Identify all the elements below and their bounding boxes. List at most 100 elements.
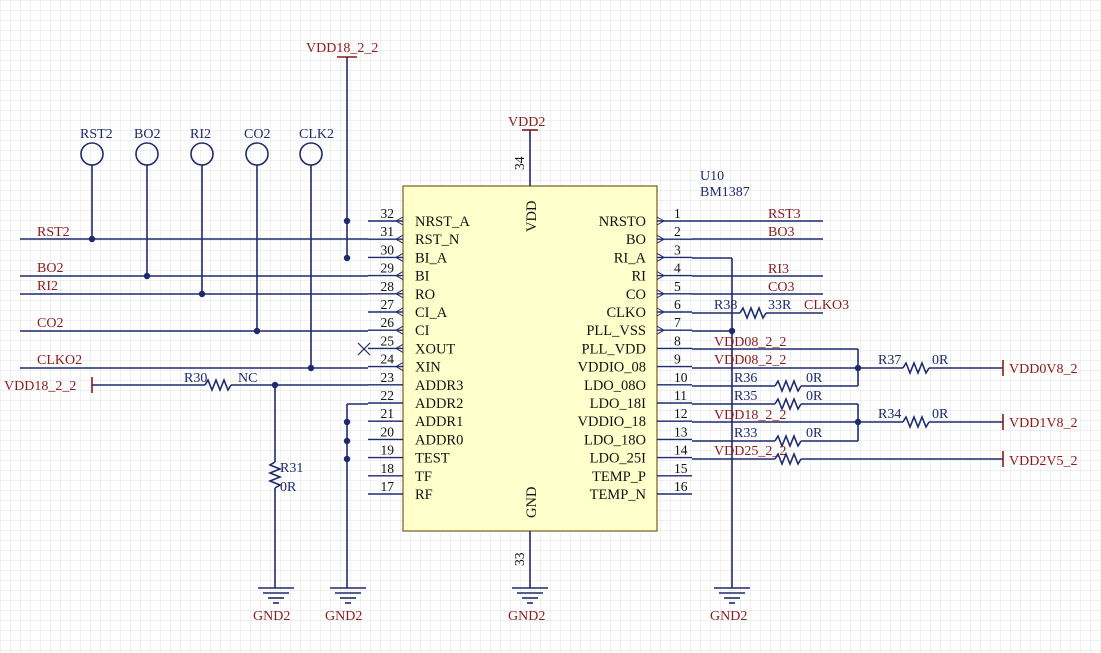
gnd-label-4: GND2 — [710, 609, 747, 624]
pin-arrow — [394, 234, 404, 244]
right-pin-number: 10 — [674, 370, 688, 385]
net-vdd18-left: VDD18_2_2 — [4, 379, 76, 394]
r30-ref: R30 — [184, 371, 207, 386]
vdd-pin-number: 34 — [512, 156, 527, 170]
vdd-pin-name: VDD — [524, 201, 540, 232]
right-pin-number: 1 — [674, 206, 681, 221]
ground-symbol-4 — [714, 587, 750, 604]
right-pin-name: TEMP_N — [590, 487, 647, 503]
resistor-r31 — [267, 461, 283, 489]
left-pin-name: TF — [415, 469, 432, 485]
left-pin-name: RST_N — [415, 232, 460, 248]
right-pin-number: 15 — [674, 461, 688, 476]
r33-value: 0R — [806, 426, 823, 441]
r33-ref: R33 — [734, 426, 757, 441]
resistor-r33 — [774, 433, 802, 449]
ground-symbol-2 — [330, 587, 366, 604]
left-pin-name: RF — [415, 487, 433, 503]
right-pin-number: 12 — [674, 406, 688, 421]
right-pin-name: CO — [626, 287, 646, 303]
net-bo3: BO3 — [768, 225, 794, 240]
right-pin-name: BO — [626, 232, 646, 248]
net-co2: CO2 — [37, 316, 63, 331]
right-pin-name: LDO_08O — [584, 378, 646, 394]
gnd-label-2: GND2 — [325, 609, 362, 624]
right-pin-number: 16 — [674, 479, 688, 494]
r38-ref: R38 — [714, 298, 737, 313]
pin-arrow — [656, 271, 666, 281]
tp-label-rst2: RST2 — [80, 127, 113, 142]
chip-value: BM1387 — [700, 185, 750, 200]
junction-bo2 — [143, 272, 151, 280]
pin-arrow — [394, 307, 404, 317]
right-pin-name: PLL_VSS — [586, 323, 646, 339]
gnd-pin-name: GND — [524, 487, 540, 518]
net-vdd08-a: VDD08_2_2 — [714, 335, 786, 350]
test-point-clk2 — [299, 142, 323, 166]
r36-ref: R36 — [734, 371, 757, 386]
left-pin-number: 24 — [381, 352, 395, 367]
gnd-pin-number: 33 — [512, 552, 527, 566]
right-pin-number: 3 — [674, 242, 681, 257]
junction-nrst — [343, 217, 351, 225]
pin-arrow — [656, 252, 666, 262]
r31-value: 0R — [280, 480, 297, 495]
left-pin-number: 25 — [381, 333, 395, 348]
r35-value: 0R — [806, 389, 823, 404]
left-pin-name: NRST_A — [415, 214, 470, 230]
chip-body — [402, 185, 658, 532]
left-pin-number: 21 — [381, 406, 395, 421]
right-pin-name: VDDIO_18 — [578, 414, 646, 430]
test-point-bo2 — [135, 142, 159, 166]
r35-ref: R35 — [734, 389, 757, 404]
pin-arrow — [656, 216, 666, 226]
right-pin-name: NRSTO — [599, 214, 646, 230]
right-pin-name: CLKO — [607, 305, 646, 321]
right-pin-number: 6 — [674, 297, 681, 312]
r36-value: 0R — [806, 371, 823, 386]
right-pin-name: PLL_VDD — [582, 341, 646, 357]
left-pin-name: RO — [415, 287, 435, 303]
net-bo2: BO2 — [37, 261, 63, 276]
resistor-r30 — [204, 377, 232, 393]
net-rst2: RST2 — [37, 225, 70, 240]
test-point-ri2 — [190, 142, 214, 166]
right-pin-number: 8 — [674, 333, 681, 348]
port-vdd0v8: VDD0V8_2 — [1009, 362, 1077, 377]
tp-label-clk2: CLK2 — [299, 127, 334, 142]
resistor-r37 — [902, 360, 930, 376]
pin-arrow — [394, 289, 404, 299]
port-vdd2v5: VDD2V5_2 — [1009, 454, 1077, 469]
left-pin-number: 31 — [381, 224, 395, 239]
left-pin-number: 27 — [381, 297, 395, 312]
left-pin-name: XOUT — [415, 341, 455, 357]
net-clko2: CLKO2 — [37, 353, 82, 368]
port-vdd1v8: VDD1V8_2 — [1009, 416, 1077, 431]
r37-ref: R37 — [878, 353, 901, 368]
left-pin-number: 32 — [381, 206, 395, 221]
pin-arrow — [656, 289, 666, 299]
tp-label-ri2: RI2 — [190, 127, 211, 142]
left-pin-number: 29 — [381, 261, 395, 276]
left-pin-name: ADDR3 — [415, 378, 463, 394]
left-pin-number: 20 — [381, 424, 395, 439]
pin-arrow — [394, 252, 404, 262]
tp-label-bo2: BO2 — [134, 127, 160, 142]
left-pin-number: 26 — [381, 315, 395, 330]
gnd-label-1: GND2 — [253, 609, 290, 624]
left-pin-number: 23 — [381, 370, 395, 385]
junction-ri2 — [198, 290, 206, 298]
junction-co2 — [253, 327, 261, 335]
left-pin-name: CI_A — [415, 305, 448, 321]
left-pin-number: 30 — [381, 242, 395, 257]
gnd-label-3: GND2 — [508, 609, 545, 624]
pin-arrow — [394, 271, 404, 281]
test-point-rst2 — [80, 142, 104, 166]
left-pin-name: BI — [415, 269, 430, 285]
right-pin-name: LDO_18O — [584, 432, 646, 448]
pin-arrow — [656, 234, 666, 244]
net-vdd18-right: VDD18_2_2 — [714, 408, 786, 423]
resistor-r38 — [739, 305, 767, 321]
pin-arrow — [394, 216, 404, 226]
